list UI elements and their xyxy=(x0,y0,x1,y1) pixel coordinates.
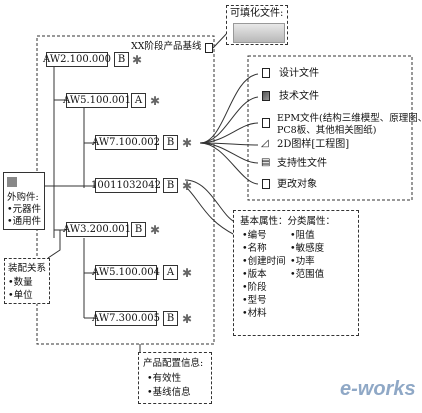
doc-epm-file: EPM文件(结构三维模型、原理图、 xyxy=(277,113,422,124)
part-icon xyxy=(7,177,17,187)
basic-attr: •编号 xyxy=(242,230,267,241)
drawing-icon: ◿ xyxy=(261,138,269,149)
basic-attr: •阶段 xyxy=(242,282,267,293)
assembly-item: •数量 xyxy=(8,277,33,288)
gear-icon: ✱ xyxy=(131,53,143,67)
config-item: •基线信息 xyxy=(147,387,191,398)
class-attr: •范围值 xyxy=(290,269,325,280)
purchased-title: 外购件: xyxy=(7,192,39,203)
baseline-document-icon xyxy=(205,43,213,53)
document-dark-icon xyxy=(262,91,270,101)
fillable-file-title: 可填化文件: xyxy=(230,8,284,19)
gear-icon: ✱ xyxy=(181,179,193,193)
version-badge: B xyxy=(131,222,146,237)
basic-attr: •材料 xyxy=(242,308,267,319)
file-thumbnail xyxy=(233,23,285,43)
assembly-item: •单位 xyxy=(8,290,33,301)
config-info-box: 产品配置信息: •有效性 •基线信息 xyxy=(138,352,212,404)
fillable-file-box: 可填化文件: xyxy=(226,5,288,45)
assembly-box: 装配关系 •数量 •单位 xyxy=(4,258,50,304)
document-icon xyxy=(262,118,270,128)
doc-technical-file: 技术文件 xyxy=(279,91,319,102)
version-badge: A xyxy=(131,93,146,108)
node-aw5-100-001[interactable]: AW5.100.001 xyxy=(63,93,131,108)
watermark-logo: e-works xyxy=(340,378,416,400)
purchased-item: •通用件 xyxy=(7,216,42,227)
version-badge: B xyxy=(163,135,178,150)
change-doc-icon xyxy=(262,179,270,189)
config-title: 产品配置信息: xyxy=(143,358,204,369)
basic-attr: •型号 xyxy=(242,295,267,306)
doc-change-object: 更改对象 xyxy=(277,179,317,190)
class-attr: •阻值 xyxy=(290,230,315,241)
basic-attr: •名称 xyxy=(242,243,267,254)
doc-support-file: 支持性文件 xyxy=(277,158,327,169)
baseline-title: XX阶段产品基线 xyxy=(131,41,202,52)
version-badge: B xyxy=(163,311,178,326)
purchased-parts-box: 外购件: •元器件 •通用件 xyxy=(3,172,45,230)
node-aw7-100-002[interactable]: AW7.100.002 xyxy=(92,135,160,150)
doc-2d-drawing: 2D图样[工程图] xyxy=(277,139,350,150)
doc-epm-file-cont: PC8板、其他相关图纸) xyxy=(277,125,377,136)
config-item: •有效性 xyxy=(147,373,182,384)
basic-attr: •版本 xyxy=(242,269,267,280)
document-icon xyxy=(262,68,270,78)
node-aw7-300-005[interactable]: AW7.300.005 xyxy=(92,311,160,326)
class-attr: •功率 xyxy=(290,256,315,267)
gear-icon: ✱ xyxy=(149,223,161,237)
node-aw2-100-000[interactable]: AW2.100.000 xyxy=(43,52,111,67)
gear-icon: ✱ xyxy=(149,94,161,108)
node-10011032042[interactable]: 10011032042 xyxy=(91,178,161,193)
version-badge: B xyxy=(163,178,178,193)
gear-icon: ✱ xyxy=(181,312,193,326)
assembly-title: 装配关系 xyxy=(8,263,47,274)
version-badge: B xyxy=(114,52,129,67)
document-stack-icon: ▤ xyxy=(261,157,271,168)
doc-design-file: 设计文件 xyxy=(279,68,319,79)
attributes-heading: 基本属性：分类属性： xyxy=(240,216,336,227)
node-aw3-200-001[interactable]: AW3.200.001 xyxy=(63,222,131,237)
node-aw5-100-004[interactable]: AW5.100.004 xyxy=(92,265,160,280)
gear-icon: ✱ xyxy=(181,136,193,150)
purchased-item: •元器件 xyxy=(7,204,42,215)
version-badge: A xyxy=(163,265,178,280)
class-attr: •敏感度 xyxy=(290,243,325,254)
gear-icon: ✱ xyxy=(181,266,193,280)
basic-attr: •创建时间 xyxy=(242,256,286,267)
attributes-box: 基本属性：分类属性： •编号 •名称 •创建时间 •版本 •阶段 •型号 •材料… xyxy=(233,210,359,336)
